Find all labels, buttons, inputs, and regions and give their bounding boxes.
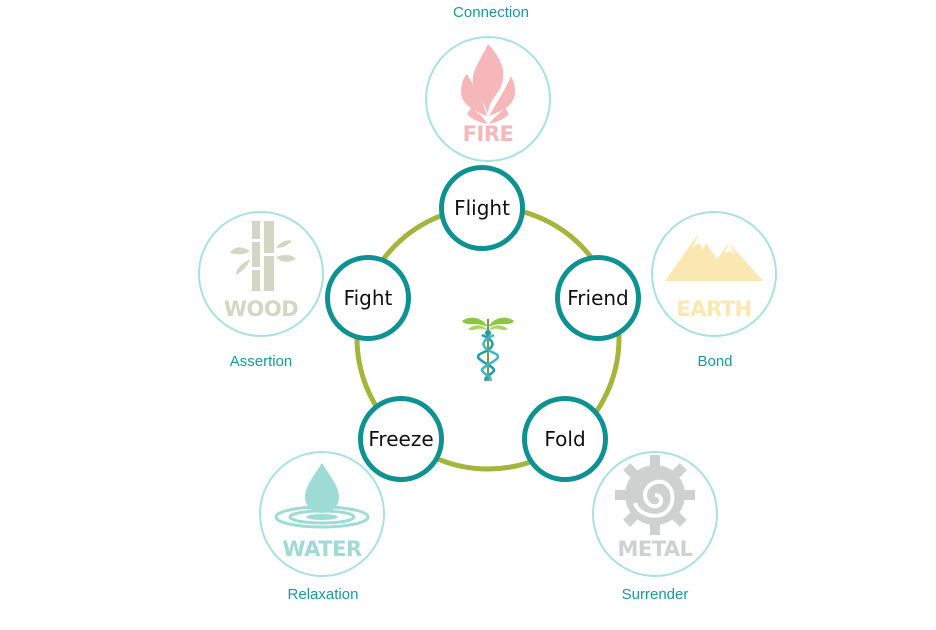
element-fire: FIRE — [425, 36, 551, 162]
fire-icon — [461, 44, 516, 124]
node-friend: Friend — [555, 255, 641, 341]
caption-wood: Assertion — [229, 353, 293, 370]
caption-fire: Connection — [453, 4, 529, 21]
element-label-earth: EARTH — [676, 297, 752, 321]
water-drop-icon — [274, 463, 370, 529]
caption-metal: Surrender — [621, 586, 689, 603]
gear-spiral-icon — [615, 455, 695, 535]
element-label-fire: FIRE — [462, 122, 514, 146]
node-fold: Fold — [522, 396, 608, 482]
caption-earth: Bond — [697, 353, 733, 370]
node-fight: Fight — [325, 255, 411, 341]
element-water: WATER — [259, 451, 385, 577]
caduceus-icon — [462, 317, 514, 382]
bamboo-icon — [230, 221, 296, 291]
element-label-metal: METAL — [617, 537, 693, 561]
element-metal: METAL — [592, 451, 718, 577]
element-wood: WOOD — [198, 211, 324, 337]
element-label-water: WATER — [282, 537, 362, 561]
element-label-wood: WOOD — [223, 297, 299, 321]
node-flight: Flight — [439, 165, 525, 251]
element-earth: EARTH — [651, 211, 777, 337]
caption-water: Relaxation — [287, 586, 359, 603]
node-freeze: Freeze — [358, 396, 444, 482]
mountain-icon — [665, 233, 763, 281]
